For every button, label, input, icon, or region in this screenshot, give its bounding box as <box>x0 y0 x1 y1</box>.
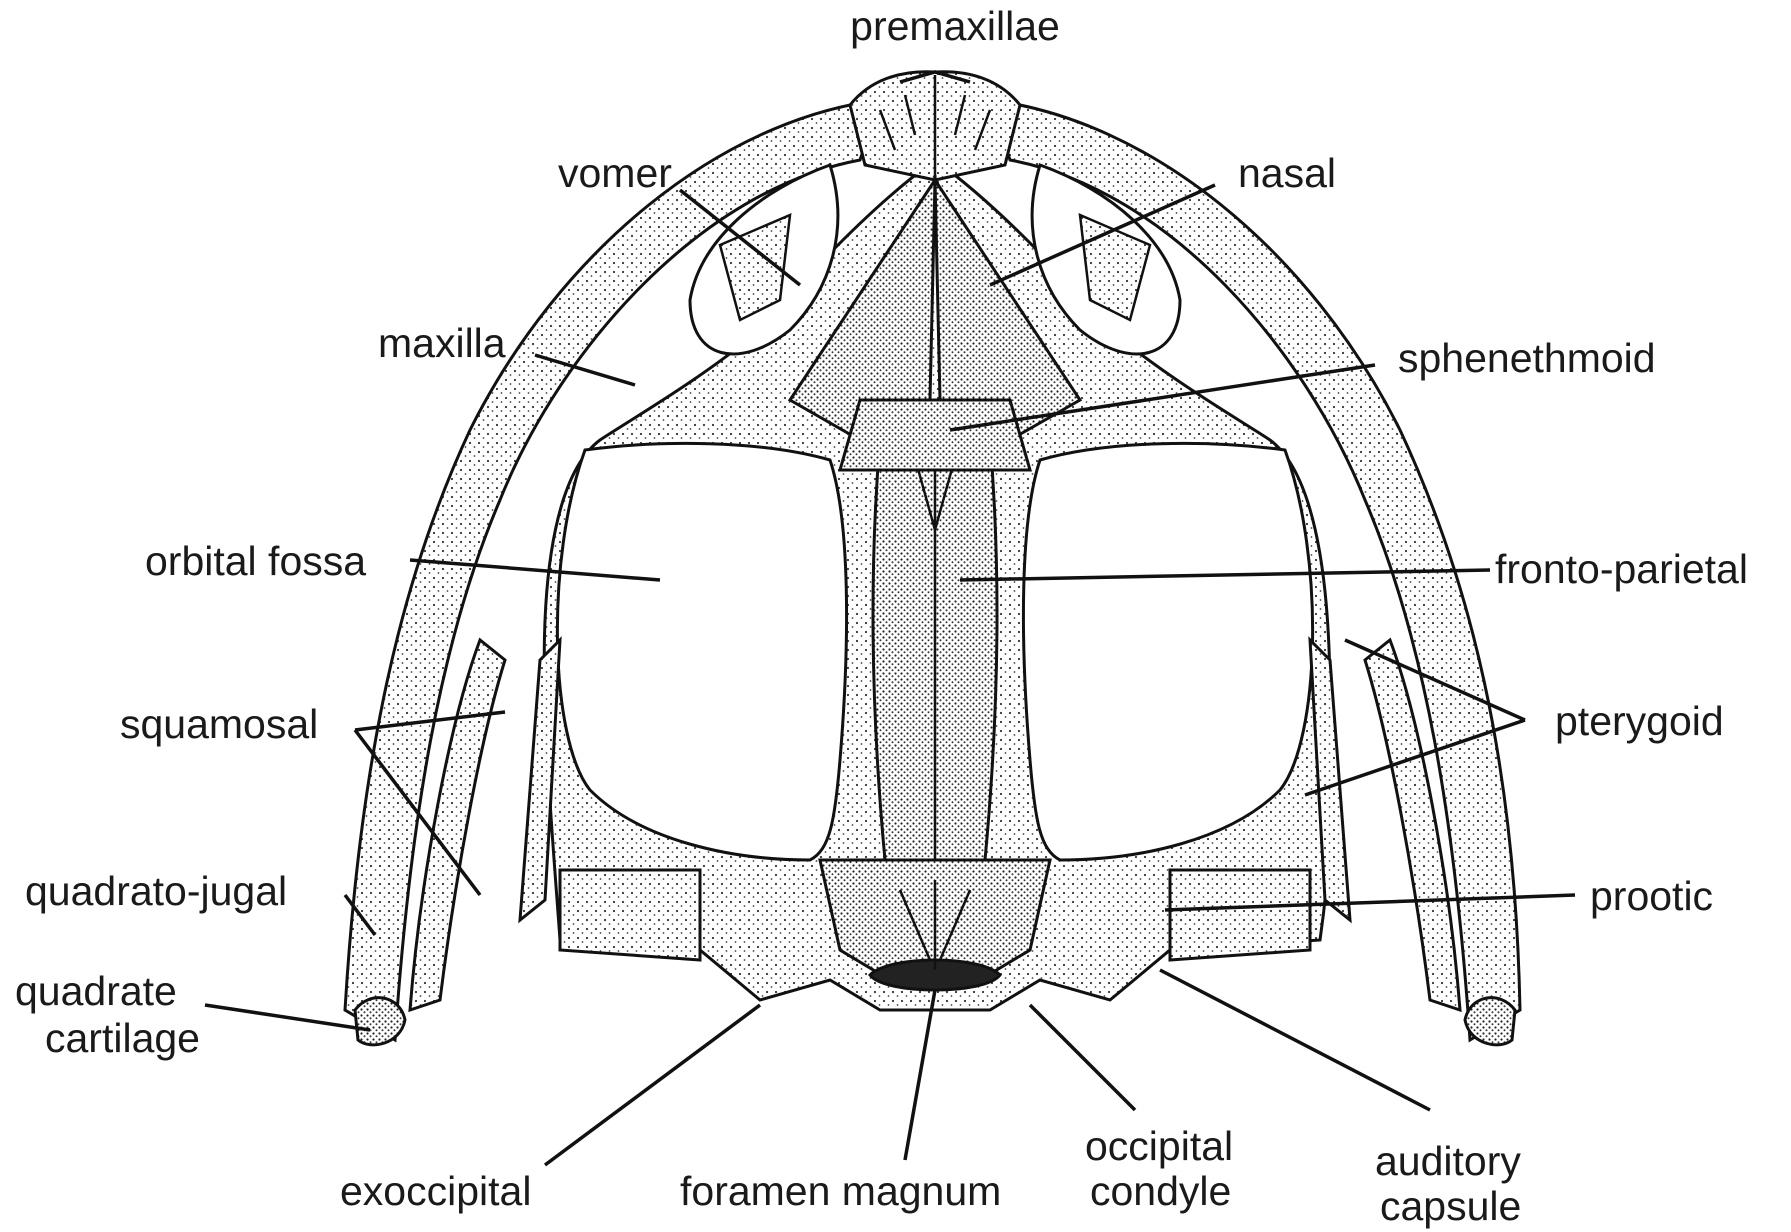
orbital-fossa-right <box>1023 443 1312 860</box>
leader-occipital-condyle <box>1030 1005 1135 1110</box>
label-exoccipital: exoccipital <box>340 1168 531 1214</box>
label-occipital-condyle-line1: occipital <box>1085 1123 1233 1169</box>
leader-exoccipital <box>545 1005 760 1165</box>
label-vomer: vomer <box>558 150 672 196</box>
label-squamosal: squamosal <box>120 701 318 747</box>
label-prootic: prootic <box>1590 873 1713 919</box>
label-quadrate-cartilage-line2: cartilage <box>45 1015 200 1061</box>
label-quadrate-cartilage-line1: quadrate <box>15 968 177 1014</box>
prootic-right <box>1170 870 1310 960</box>
label-foramen-magnum: foramen magnum <box>680 1168 1001 1214</box>
orbital-fossa-left <box>557 443 846 860</box>
label-auditory-capsule-line2: capsule <box>1380 1183 1521 1229</box>
label-orbital-fossa: orbital fossa <box>145 538 366 584</box>
label-maxilla: maxilla <box>378 320 506 366</box>
prootic-left <box>560 870 700 960</box>
skull-illustration <box>345 72 1520 1045</box>
label-occipital-condyle-line2: condyle <box>1090 1168 1231 1214</box>
leader-auditory-capsule <box>1160 970 1430 1110</box>
label-sphenethmoid: sphenethmoid <box>1398 335 1656 381</box>
label-nasal: nasal <box>1238 150 1336 196</box>
sphenethmoid-bone <box>840 400 1030 470</box>
label-pterygoid: pterygoid <box>1555 698 1724 744</box>
label-quadrato-jugal: quadrato-jugal <box>25 868 287 914</box>
label-fronto-parietal: fronto-parietal <box>1495 546 1748 592</box>
label-premaxillae: premaxillae <box>850 3 1060 49</box>
label-auditory-capsule-line1: auditory <box>1375 1138 1521 1184</box>
quadrate-cartilage-left <box>355 998 405 1045</box>
leader-foramen-magnum <box>905 990 935 1160</box>
